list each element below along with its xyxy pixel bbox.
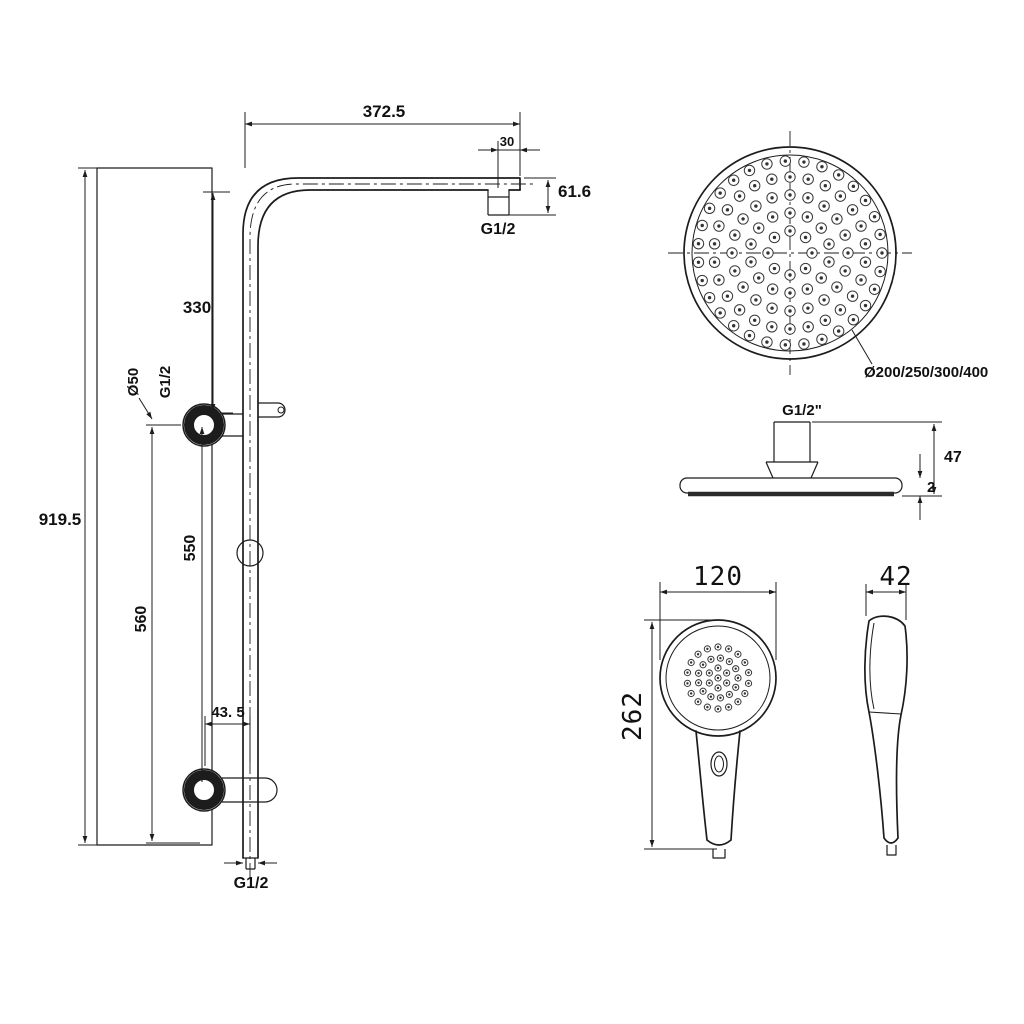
ext-arm-length [244, 112, 521, 176]
diverter-pipe [222, 413, 243, 437]
dim-bracket-offset: 43. 5 [211, 704, 244, 721]
ext-hand-length [644, 619, 717, 850]
dim-hand-length: 262 [618, 691, 648, 741]
dim-head-diameters: Ø200/250/300/400 [864, 364, 988, 381]
dim-diverter-to-bracket: 550 [182, 535, 199, 562]
ext-hand-width [659, 582, 777, 660]
hand-side-face-line [868, 622, 902, 715]
overhead-side-view: G1/2" 47 2 [679, 402, 962, 520]
ext-550-560 [146, 424, 200, 844]
dim-flange-thread: G1/2 [157, 366, 174, 399]
dim-top-to-diverter: 330 [183, 298, 211, 317]
hand-head-outer [659, 619, 777, 737]
dim-arm-thread: G1/2 [481, 221, 516, 238]
head-connector [765, 421, 819, 479]
dim-head-height: 47 [944, 449, 962, 466]
dim-overall-height: 919.5 [39, 510, 82, 529]
dim-hand-width: 120 [693, 562, 743, 592]
diverter-lever-pin [277, 406, 285, 414]
hand-shower-side-view: 42 [864, 562, 912, 856]
ext-330 [203, 191, 233, 414]
ext-arm-offset [497, 141, 520, 188]
hand-side-nipple [886, 845, 897, 856]
bottom-connector [243, 857, 258, 870]
dim-arm-height: 61.6 [558, 182, 591, 201]
dim-diverter-to-bottom: 560 [133, 606, 150, 633]
dim-arm-end-offset: 30 [500, 134, 514, 149]
elevation-view [96, 167, 534, 878]
rail-slider [236, 539, 264, 567]
hand-head-inner [665, 625, 771, 731]
diverter-lever [258, 402, 286, 418]
spray-nozzle-pattern-hand [683, 643, 753, 713]
dim-hand-depth: 42 [879, 562, 912, 592]
hand-shower-front-view: 120 262 [618, 562, 777, 859]
arm-connector [487, 190, 510, 216]
dim-edge-thickness: 2 [927, 479, 935, 496]
ext-hand-depth [865, 584, 907, 620]
ext-head-height [812, 421, 942, 497]
rail-arm-inner [257, 189, 489, 859]
ext-overall [78, 167, 97, 846]
ext-arm-height [509, 177, 556, 216]
head-disc-profile [679, 477, 903, 494]
dim-flange-diameter: Ø50 [125, 368, 142, 396]
flange-leader-arrow [138, 397, 153, 420]
pipe-centerline [249, 183, 534, 878]
diameter-leader-line [851, 329, 873, 365]
wall-plate-outline [96, 167, 213, 846]
dim-head-thread: G1/2" [782, 402, 822, 419]
hand-side-profile [864, 615, 908, 844]
dim-arm-length: 372.5 [363, 102, 406, 121]
mode-button [710, 751, 728, 777]
hose-nipple [712, 849, 726, 859]
dim-bottom-thread: G1/2 [234, 875, 269, 892]
handset-holder [222, 777, 278, 803]
rail-arm-outer [242, 177, 521, 859]
overhead-top-view: Ø200/250/300/400 [668, 131, 988, 381]
hand-handle-outline [695, 730, 741, 846]
mode-button-inner [714, 755, 724, 773]
head-crosshair-centerlines [668, 131, 912, 375]
spray-nozzle-pattern-top [692, 155, 888, 351]
elevation-dimensions: 372.5 30 61.6 G1/2 330 Ø50 G1/2 919.5 55… [39, 102, 591, 892]
